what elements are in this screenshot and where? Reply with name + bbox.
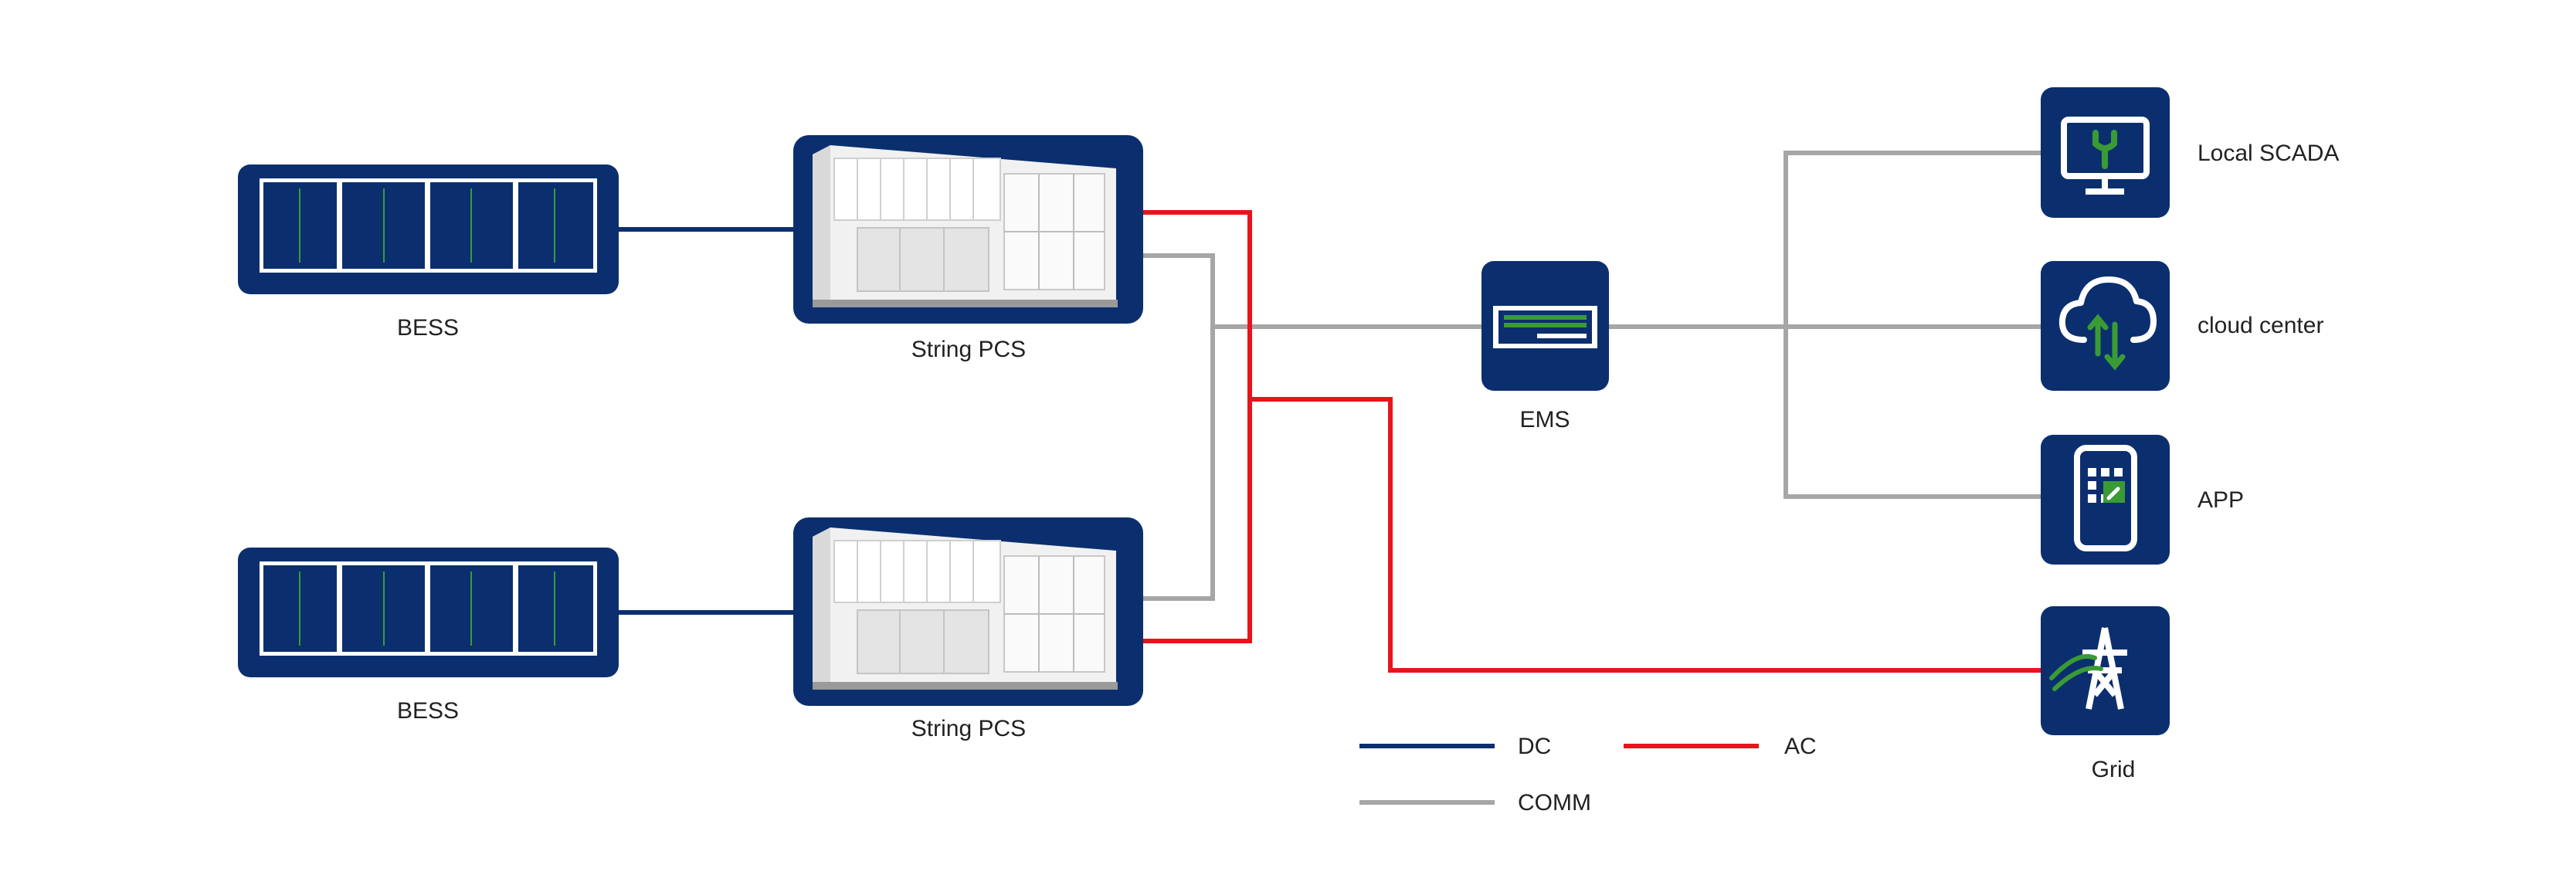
grid-node[interactable]: Grid <box>2041 606 2170 782</box>
ac-lines <box>1143 210 2041 673</box>
battery-rack-icon <box>260 178 597 273</box>
grid-label: Grid <box>2092 757 2136 782</box>
legend-label-comm: COMM <box>1518 790 1591 816</box>
legend-item-dc: DC <box>1359 734 1551 759</box>
ems-device-icon <box>1493 306 1597 348</box>
comm-lines <box>1143 151 2041 601</box>
legend: DC AC COMM <box>1359 734 1817 816</box>
pcs-bottom[interactable]: String PCS <box>793 517 1143 741</box>
comm-line-scada <box>1784 151 2041 499</box>
local-scada-node[interactable]: Local SCADA <box>2041 87 2339 218</box>
ac-line-to-grid <box>1250 397 2041 673</box>
phone-app-icon <box>2074 445 2137 551</box>
bess-top[interactable]: BESS <box>238 164 619 341</box>
monitor-wrench-icon <box>2061 117 2150 195</box>
app-label: APP <box>2198 487 2244 513</box>
ems-node[interactable]: EMS <box>1481 261 1609 432</box>
pcs-top[interactable]: String PCS <box>793 135 1143 362</box>
battery-rack-icon <box>260 561 597 656</box>
comm-line-pcs-bottom <box>1143 327 1215 601</box>
bess-bottom-label: BESS <box>397 698 459 724</box>
legend-item-ac: AC <box>1624 734 1817 759</box>
local-scada-label: Local SCADA <box>2198 141 2339 166</box>
pcs-bottom-label: String PCS <box>911 716 1026 741</box>
transmission-tower-icon <box>2049 627 2127 710</box>
legend-item-comm: COMM <box>1359 790 1591 816</box>
cloud-center-label: cloud center <box>2198 313 2323 338</box>
comm-line-pcs-top <box>1143 253 1215 327</box>
pcs-container-image <box>813 145 1118 307</box>
app-node[interactable]: APP <box>2041 435 2244 565</box>
bess-top-label: BESS <box>397 315 459 341</box>
pcs-top-label: String PCS <box>911 337 1026 362</box>
bess-bottom[interactable]: BESS <box>238 548 619 724</box>
cloud-center-node[interactable]: cloud center <box>2041 261 2323 391</box>
dc-lines <box>618 227 793 615</box>
ems-label: EMS <box>1519 407 1570 432</box>
legend-label-ac: AC <box>1784 734 1817 759</box>
ac-line-pcs-top <box>1143 210 1252 643</box>
legend-label-dc: DC <box>1518 734 1551 759</box>
cloud-sync-icon <box>2058 276 2157 371</box>
pcs-container-image <box>813 527 1118 690</box>
